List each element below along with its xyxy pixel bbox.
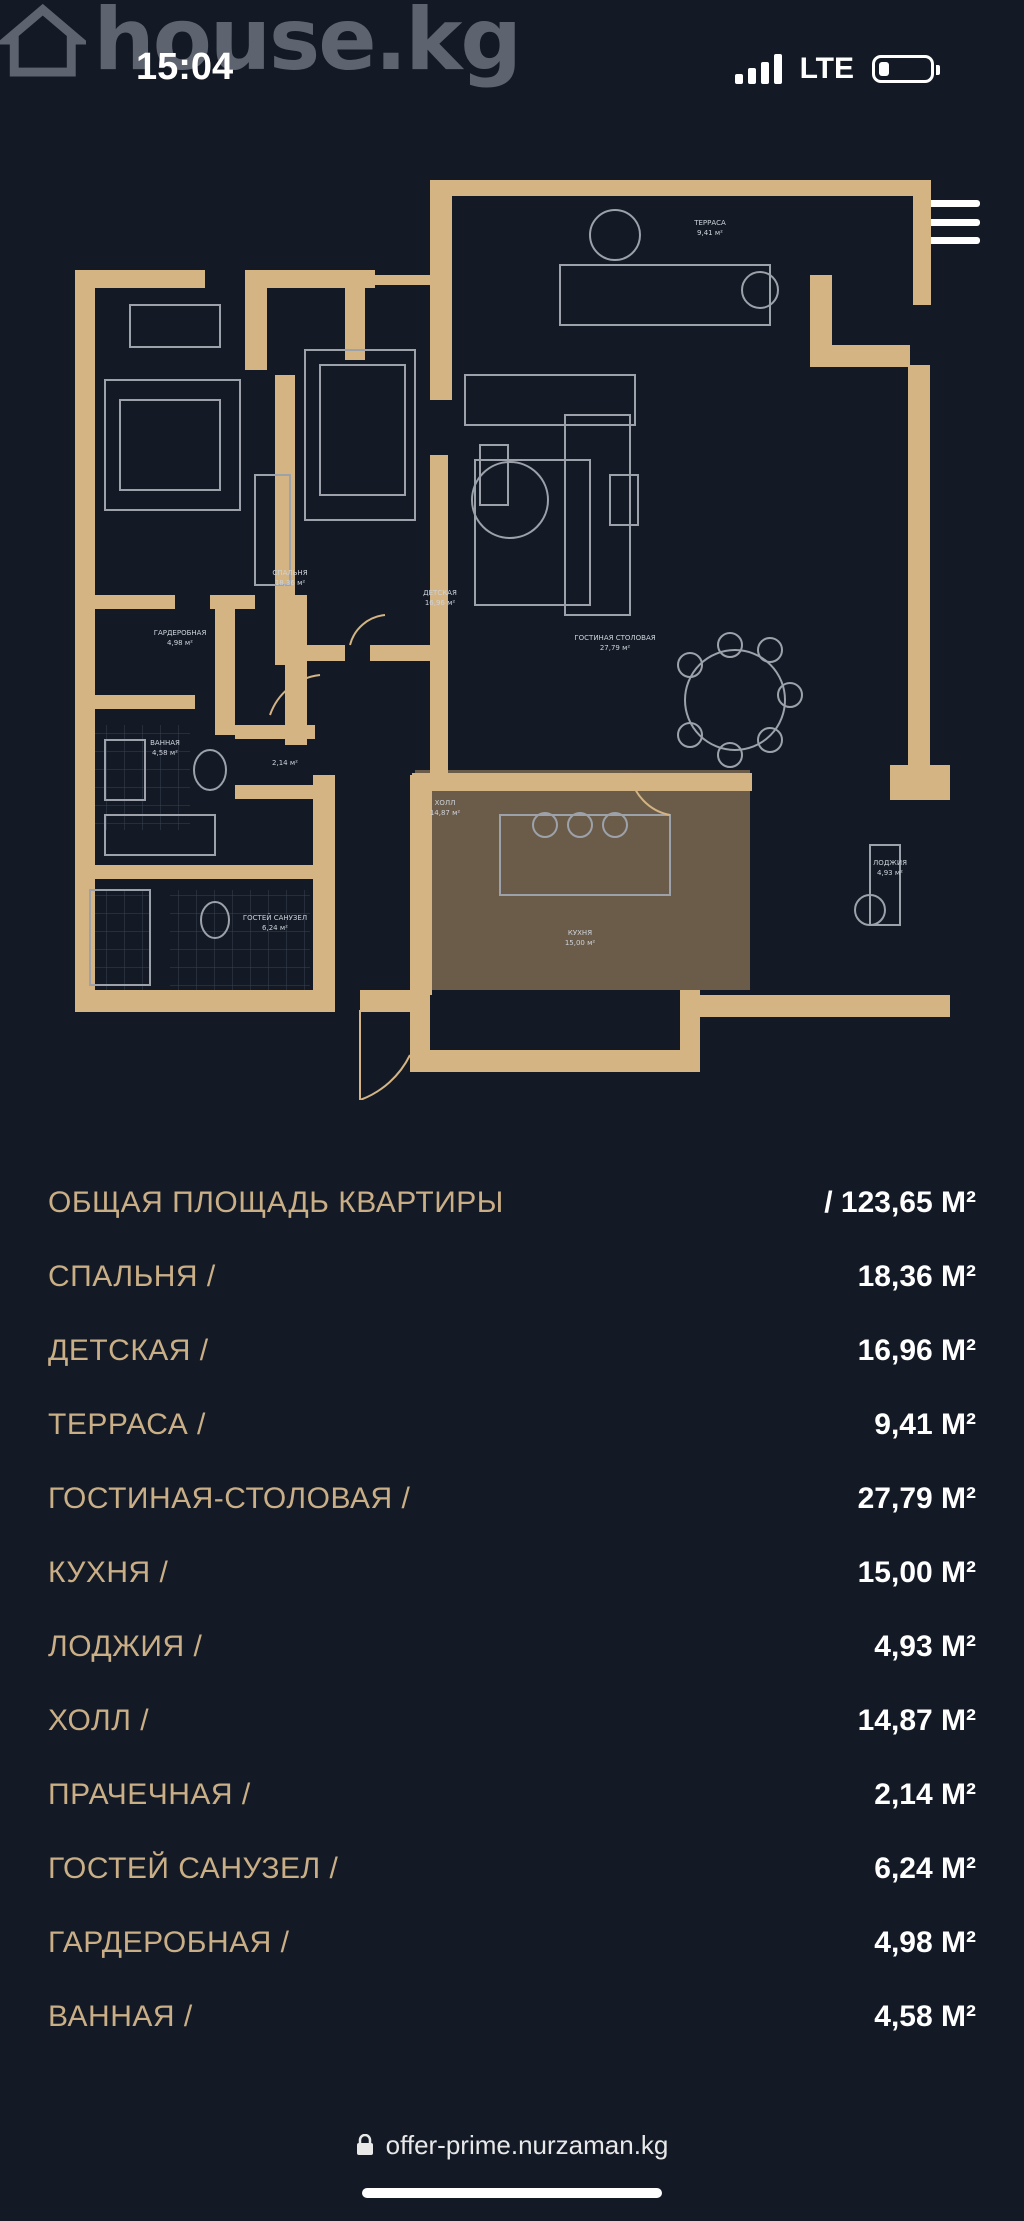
area-value: 27,79 М² [857,1482,976,1515]
room-area-laundry: 2,14 м² [272,759,298,767]
area-value: 16,96 М² [857,1334,976,1367]
menu-icon-bar [918,200,980,207]
watermark-text: house.kg [93,0,522,90]
area-row: ГОСТИНАЯ-СТОЛОВАЯ / 27,79 М² [0,1464,1024,1538]
room-area-bedroom: 18,36 м² [275,579,306,587]
area-row: СПАЛЬНЯ / 18,36 М² [0,1242,1024,1316]
area-row-total: ОБЩАЯ ПЛОЩАДЬ КВАРТИРЫ / 123,65 М² [0,1168,1024,1242]
room-label-bath: ВАННАЯ [150,739,180,747]
url-bar[interactable]: offer-prime.nurzaman.kg [0,2120,1024,2170]
area-label: ОБЩАЯ ПЛОЩАДЬ КВАРТИРЫ [48,1186,504,1219]
area-label: ВАННАЯ / [48,2000,193,2033]
area-label: КУХНЯ / [48,1556,169,1589]
status-indicators: LTE [734,52,940,86]
room-label-kids: ДЕТСКАЯ [423,589,457,597]
area-value: / 123,65 М² [824,1186,976,1219]
area-table: ОБЩАЯ ПЛОЩАДЬ КВАРТИРЫ / 123,65 М² СПАЛЬ… [0,1168,1024,2056]
area-row: ХОЛЛ / 14,87 М² [0,1686,1024,1760]
room-label-bedroom: СПАЛЬНЯ [272,569,307,577]
area-value: 2,14 М² [874,1778,976,1811]
lock-icon [356,2134,373,2155]
watermark: house.kg [0,0,522,90]
room-area-living: 27,79 м² [600,644,631,652]
menu-button[interactable] [918,200,980,244]
house-logo-icon [0,3,86,77]
floor-plan: ТЕРРАСА 9,41 м² СПАЛЬНЯ 18,36 м² ДЕТСКАЯ… [75,180,950,1100]
area-label: ЛОДЖИЯ / [48,1630,203,1663]
status-time: 15:04 [136,46,234,88]
area-row: ТЕРРАСА / 9,41 М² [0,1390,1024,1464]
room-area-wardrobe: 4,98 м² [167,639,193,647]
menu-icon-bar [918,237,980,244]
room-label-loggia: ЛОДЖИЯ [873,859,907,867]
area-row: ДЕТСКАЯ / 16,96 М² [0,1316,1024,1390]
area-label: ТЕРРАСА / [48,1408,206,1441]
area-row: ГОСТЕЙ САНУЗЕЛ / 6,24 М² [0,1834,1024,1908]
room-area-kitchen: 15,00 м² [565,939,596,947]
area-row: КУХНЯ / 15,00 М² [0,1538,1024,1612]
area-value: 9,41 М² [874,1408,976,1441]
room-label-wardrobe: ГАРДЕРОБНАЯ [154,629,207,637]
status-bar: 15:04 LTE [0,0,1024,140]
area-label: ДЕТСКАЯ / [48,1334,209,1367]
area-value: 15,00 М² [857,1556,976,1589]
area-row: ПРАЧЕЧНАЯ / 2,14 М² [0,1760,1024,1834]
area-row: ГАРДЕРОБНАЯ / 4,98 М² [0,1908,1024,1982]
area-value: 6,24 М² [874,1852,976,1885]
room-area-hall: 14,87 м² [430,809,461,817]
area-label: ГОСТЕЙ САНУЗЕЛ / [48,1852,339,1885]
room-label-terrace: ТЕРРАСА [693,219,726,227]
area-value: 4,98 М² [874,1926,976,1959]
area-value: 4,93 М² [874,1630,976,1663]
room-area-kids: 16,96 м² [425,599,456,607]
room-label-kitchen: КУХНЯ [568,929,592,937]
menu-icon-bar [918,218,980,226]
area-value: 14,87 М² [857,1704,976,1737]
area-value: 18,36 М² [857,1260,976,1293]
room-area-terrace: 9,41 м² [697,229,723,237]
area-label: ГАРДЕРОБНАЯ / [48,1926,290,1959]
signal-icon [734,54,782,84]
url-text: offer-prime.nurzaman.kg [385,2129,669,2160]
room-area-bath: 4,58 м² [152,749,178,757]
area-row: ВАННАЯ / 4,58 М² [0,1982,1024,2056]
battery-icon [872,55,940,83]
area-label: ГОСТИНАЯ-СТОЛОВАЯ / [48,1482,411,1515]
area-label: СПАЛЬНЯ / [48,1260,216,1293]
room-area-loggia: 4,93 м² [877,869,903,877]
network-type: LTE [799,52,854,85]
room-label-guest-wc: ГОСТЕЙ САНУЗЕЛ [243,913,307,922]
area-label: ХОЛЛ / [48,1704,150,1737]
room-label-living: ГОСТИНАЯ СТОЛОВАЯ [574,634,655,642]
home-indicator[interactable] [362,2188,662,2198]
area-label: ПРАЧЕЧНАЯ / [48,1778,251,1811]
room-area-guest-wc: 6,24 м² [262,924,288,932]
room-label-hall: ХОЛЛ [435,799,456,807]
area-value: 4,58 М² [874,2000,976,2033]
area-row: ЛОДЖИЯ / 4,93 М² [0,1612,1024,1686]
